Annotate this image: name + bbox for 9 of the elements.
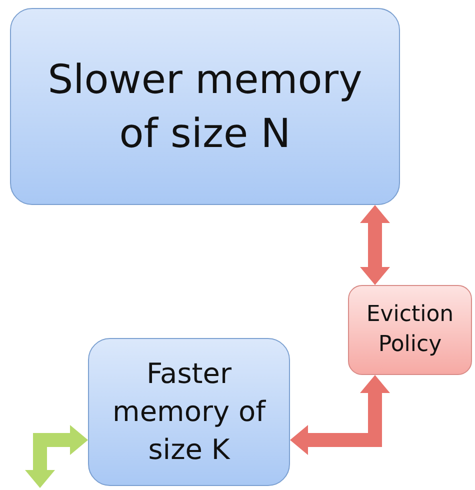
memory-box — [88, 338, 290, 486]
block-arrow — [290, 375, 390, 455]
memory-box — [10, 8, 400, 205]
block-arrow — [25, 425, 88, 488]
policy-box — [348, 285, 472, 375]
node-label: Faster memory of size K — [112, 356, 267, 468]
node-label: Slower memory of size N — [46, 56, 364, 158]
node-label: Eviction Policy — [365, 301, 455, 359]
block-arrow — [360, 205, 390, 285]
